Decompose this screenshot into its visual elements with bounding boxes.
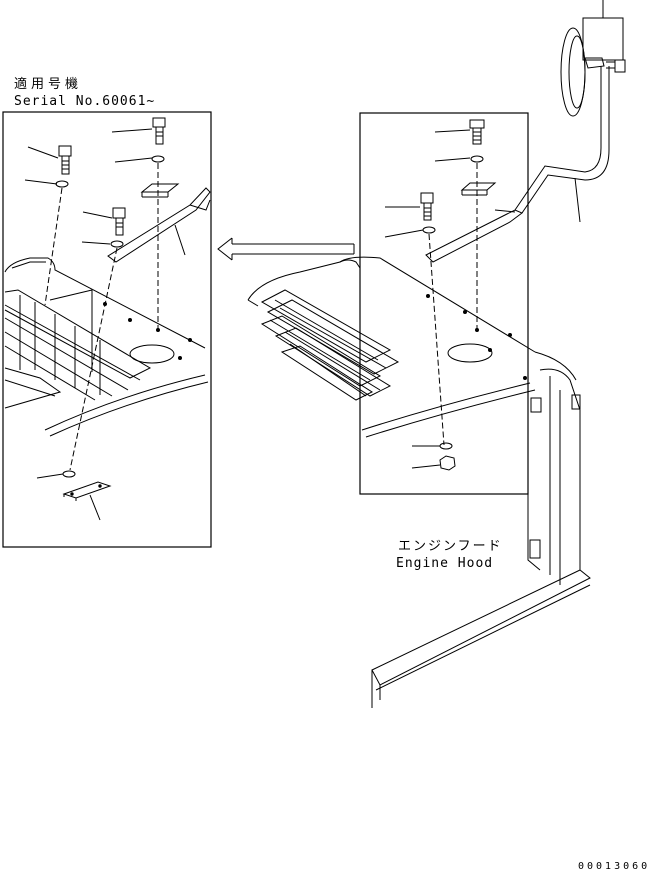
main-washer-2 — [384, 226, 436, 238]
detail-arrow — [217, 237, 355, 261]
main-bracket — [425, 182, 523, 263]
detail-washer-2 — [24, 179, 69, 188]
serial-label-en: Serial No.60061~ — [14, 94, 156, 109]
detail-bolt-1 — [111, 117, 166, 145]
detail-frame — [2, 111, 212, 548]
detail-washer-1 — [114, 155, 165, 163]
main-hood — [247, 256, 591, 708]
detail-bracket — [107, 183, 211, 263]
main-bolt-1 — [434, 119, 485, 145]
detail-washer-4 — [36, 470, 76, 479]
main-view-frame — [359, 112, 529, 495]
detail-bolt-3 — [82, 207, 126, 236]
serial-label-ja: 適用号機 — [14, 77, 83, 92]
main-washer-1 — [434, 155, 484, 163]
engine-hood-label-en: Engine Hood — [396, 556, 494, 571]
main-bolt-2 — [385, 192, 434, 221]
detail-hood — [4, 257, 209, 437]
main-washer-3 — [412, 442, 453, 450]
detail-plate — [62, 481, 112, 521]
drawing-code: 00013060 — [578, 861, 651, 872]
engine-hood-label-ja: エンジンフード — [398, 539, 503, 554]
mirror-assembly — [514, 0, 626, 223]
main-nut — [411, 455, 456, 471]
detail-washer-3 — [81, 240, 124, 248]
detail-bolt-2 — [27, 145, 72, 175]
